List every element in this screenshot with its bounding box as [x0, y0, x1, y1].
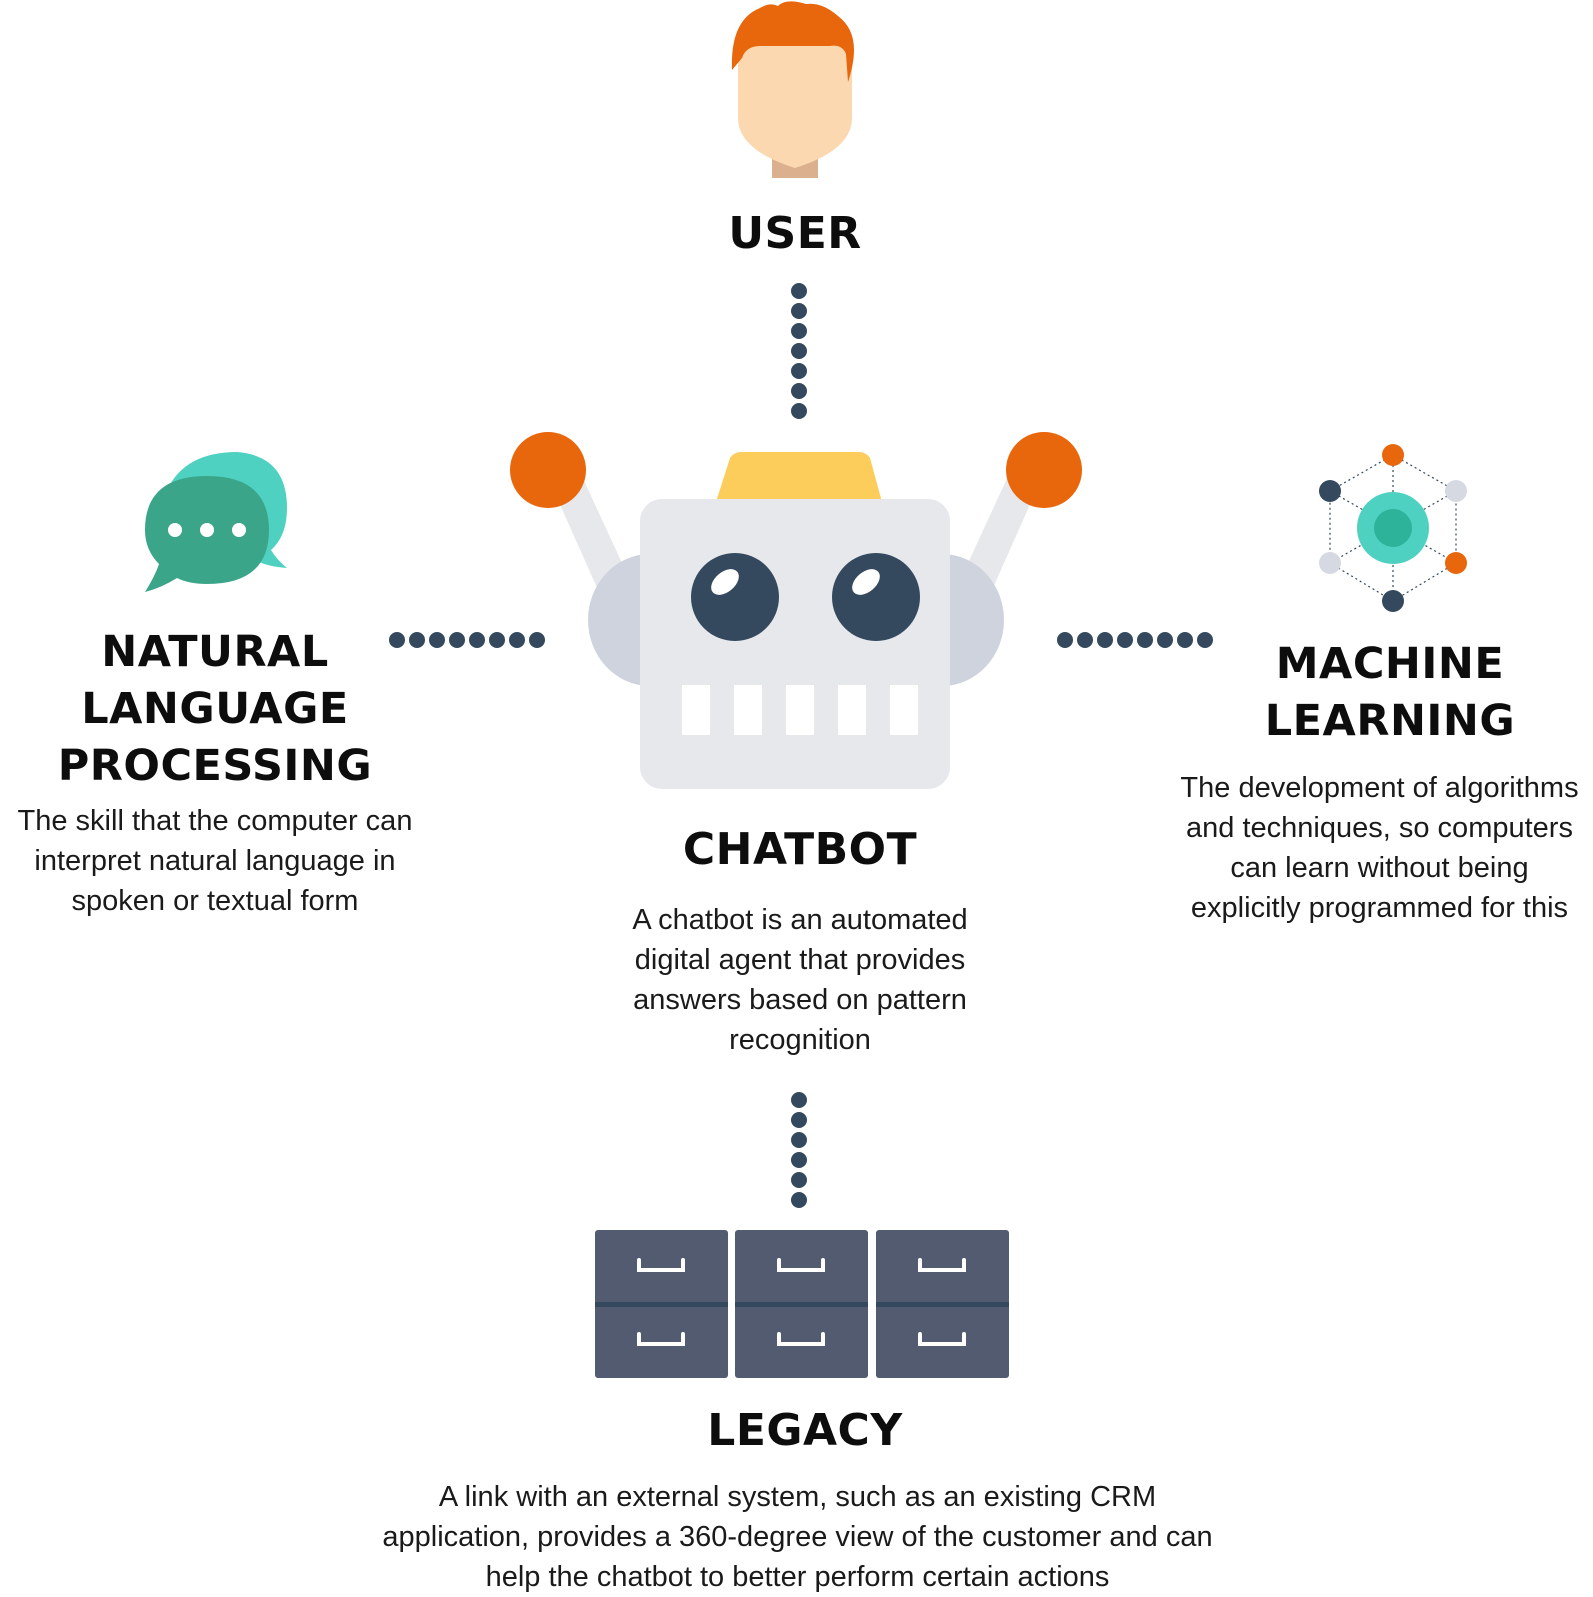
ml-title-line: LEARNING — [1264, 696, 1516, 746]
connector-dot — [1097, 632, 1113, 648]
connector-dot — [791, 343, 807, 359]
ml-description: The development of algorithms and techni… — [1180, 772, 1579, 924]
connector-dot — [409, 632, 425, 648]
connector-dot — [791, 1172, 807, 1188]
nlp-title: NATURAL LANGUAGE PROCESSING — [30, 624, 400, 795]
connector-dot — [429, 632, 445, 648]
nlp-title-line: PROCESSING — [57, 741, 373, 791]
connector-dot — [509, 632, 525, 648]
ml-title-line: MACHINE — [1275, 639, 1505, 689]
connector-dot — [791, 1152, 807, 1168]
speech-bubbles-icon — [145, 452, 287, 592]
connector-dot — [1197, 632, 1213, 648]
connector-dot — [791, 1132, 807, 1148]
connector-dot — [389, 632, 405, 648]
connector-dot — [791, 1092, 807, 1108]
connector-dot — [791, 1112, 807, 1128]
connector-dot — [1177, 632, 1193, 648]
nlp-description: The skill that the computer can interpre… — [17, 805, 413, 917]
connector-dot — [1117, 632, 1133, 648]
user-title: USER — [728, 208, 862, 259]
connector-dot — [791, 383, 807, 399]
connector-dot — [791, 323, 807, 339]
connector-dot — [449, 632, 465, 648]
connector-dot — [791, 283, 807, 299]
connector-dot — [791, 403, 807, 419]
filing-cabinet-icon — [595, 1230, 1009, 1378]
chatbot-title: CHATBOT — [682, 824, 918, 875]
connector-dot — [489, 632, 505, 648]
chatbot-description: A chatbot is an automated digital agent … — [632, 904, 968, 1056]
connector-dot — [1057, 632, 1073, 648]
robot-icon — [510, 432, 1082, 789]
nlp-title-line: LANGUAGE — [81, 684, 349, 734]
connector-dot — [791, 303, 807, 319]
connector-dot — [791, 363, 807, 379]
legacy-title: LEGACY — [707, 1405, 903, 1456]
legacy-description: A link with an external system, such as … — [382, 1481, 1213, 1593]
connector-dot — [791, 1192, 807, 1208]
network-graph-icon — [1319, 444, 1467, 612]
connector-dot — [529, 632, 545, 648]
person-avatar-icon — [731, 1, 854, 178]
connector-dot — [1137, 632, 1153, 648]
ml-title: MACHINE LEARNING — [1195, 636, 1585, 750]
connector-dot — [1077, 632, 1093, 648]
connector-dot — [1157, 632, 1173, 648]
connector-dot — [469, 632, 485, 648]
nlp-title-line: NATURAL — [101, 627, 329, 677]
